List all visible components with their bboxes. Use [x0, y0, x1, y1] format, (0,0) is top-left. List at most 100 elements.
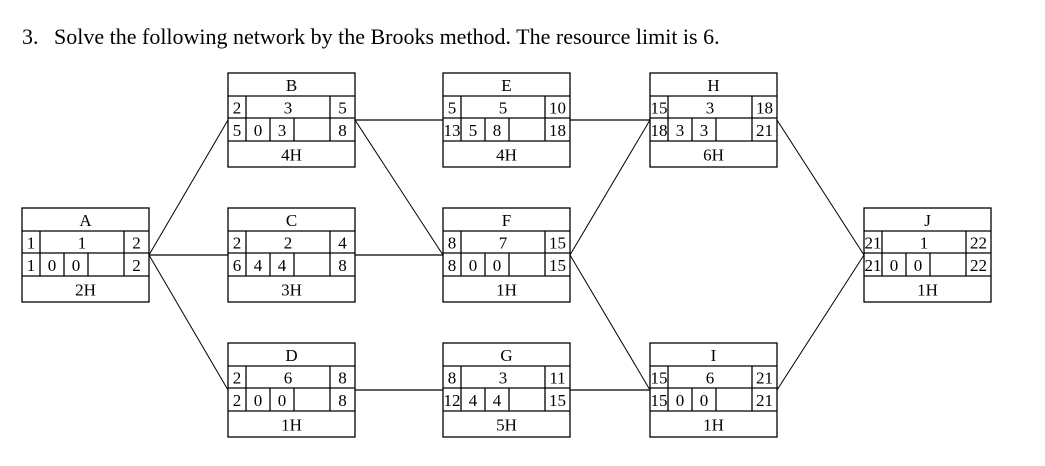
early-start: 2: [233, 99, 242, 118]
free-float: 3: [700, 121, 709, 140]
early-start: 8: [448, 369, 457, 388]
duration: 5: [499, 99, 508, 118]
late-finish: 21: [756, 391, 773, 410]
free-float: 0: [914, 256, 923, 275]
late-start: 2: [233, 391, 242, 410]
node-frame: [227, 72, 356, 168]
activity-name: B: [286, 76, 297, 95]
late-start: 15: [651, 391, 668, 410]
duration: 2: [284, 234, 293, 253]
total-float: 0: [48, 256, 57, 275]
duration: 1: [78, 234, 87, 253]
activity-name: F: [502, 211, 511, 230]
late-finish: 18: [549, 121, 566, 140]
early-start: 2: [233, 369, 242, 388]
late-finish: 8: [338, 256, 347, 275]
early-start: 21: [865, 234, 882, 253]
free-float: 0: [700, 391, 709, 410]
early-finish: 15: [549, 234, 566, 253]
free-float: 3: [278, 121, 287, 140]
duration: 3: [706, 99, 715, 118]
free-float: 4: [278, 256, 287, 275]
edge-a-b: [148, 119, 229, 256]
duration: 3: [284, 99, 293, 118]
late-start: 13: [444, 121, 461, 140]
total-float: 0: [254, 391, 263, 410]
resource-requirement: 1H: [703, 416, 724, 435]
question-text: 3. Solve the following network by the Bro…: [22, 24, 720, 50]
activity-name: G: [500, 346, 512, 365]
edge-f-i: [569, 254, 651, 391]
resource-requirement: 4H: [496, 146, 517, 165]
activity-name: A: [79, 211, 92, 230]
edge-f-h: [569, 119, 651, 256]
duration: 3: [499, 369, 508, 388]
early-finish: 18: [756, 99, 773, 118]
resource-requirement: 2H: [75, 281, 96, 300]
late-finish: 15: [549, 256, 566, 275]
late-finish: 21: [756, 121, 773, 140]
free-float: 4: [493, 391, 502, 410]
question-body: Solve the following network by the Brook…: [54, 24, 720, 49]
resource-requirement: 6H: [703, 146, 724, 165]
activity-name: J: [924, 211, 931, 230]
duration: 7: [499, 234, 508, 253]
node-frame: [442, 72, 571, 168]
late-start: 6: [233, 256, 242, 275]
early-finish: 5: [338, 99, 347, 118]
node-frame: [21, 207, 150, 303]
free-float: 8: [493, 121, 502, 140]
node-frame: [442, 342, 571, 438]
edge-i-j: [776, 254, 865, 391]
node-frame: [227, 207, 356, 303]
activity-name: C: [286, 211, 297, 230]
node-frame: [649, 342, 778, 438]
late-start: 8: [448, 256, 457, 275]
duration: 6: [706, 369, 715, 388]
early-finish: 4: [338, 234, 347, 253]
early-start: 15: [651, 99, 668, 118]
free-float: 0: [493, 256, 502, 275]
total-float: 4: [469, 391, 478, 410]
resource-requirement: 1H: [917, 281, 938, 300]
early-start: 15: [651, 369, 668, 388]
total-float: 3: [676, 121, 685, 140]
early-finish: 10: [549, 99, 566, 118]
late-finish: 22: [970, 256, 987, 275]
free-float: 0: [278, 391, 287, 410]
early-start: 5: [448, 99, 457, 118]
early-finish: 8: [338, 369, 347, 388]
late-start: 21: [865, 256, 882, 275]
resource-requirement: 5H: [496, 416, 517, 435]
resource-requirement: 1H: [496, 281, 517, 300]
free-float: 0: [72, 256, 81, 275]
duration: 6: [284, 369, 293, 388]
edge-b-f: [354, 119, 444, 256]
total-float: 5: [469, 121, 478, 140]
early-start: 2: [233, 234, 242, 253]
question-number: 3.: [22, 24, 39, 49]
activity-name: I: [711, 346, 717, 365]
early-finish: 21: [756, 369, 773, 388]
total-float: 0: [676, 391, 685, 410]
duration: 1: [920, 234, 929, 253]
node-frame: [863, 207, 992, 303]
activity-name: E: [501, 76, 511, 95]
node-frame: [227, 342, 356, 438]
late-start: 1: [27, 256, 36, 275]
early-start: 1: [27, 234, 36, 253]
activity-name: D: [285, 346, 297, 365]
early-finish: 11: [549, 369, 565, 388]
edge-a-d: [148, 254, 229, 391]
late-start: 12: [444, 391, 461, 410]
